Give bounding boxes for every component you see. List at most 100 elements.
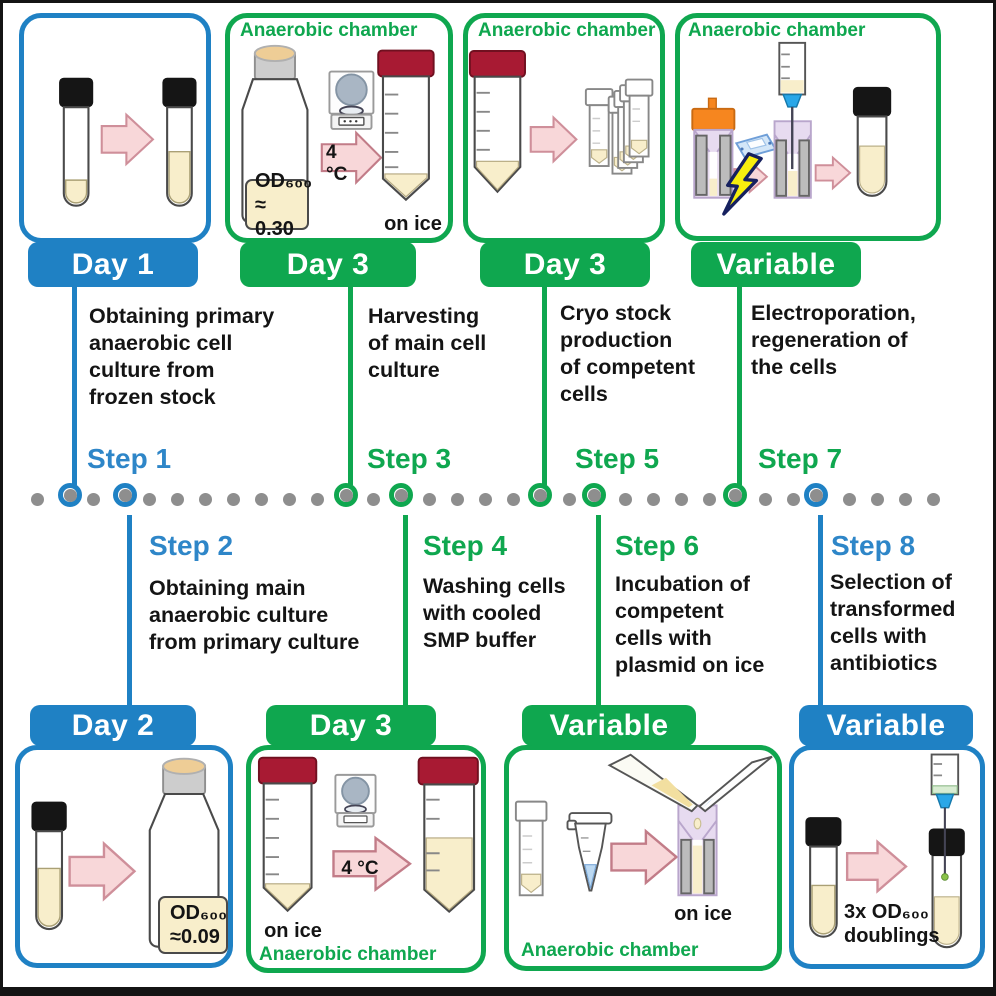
step-3-description: Harvesting of main cell culture [368,304,487,383]
timeline-dot [226,493,240,506]
pipette-icon [607,753,699,813]
arrow-right-icon [610,828,679,886]
step-7-description: Electroporation, regeneration of the cel… [751,301,916,380]
day-label-text: Day 2 [71,708,155,742]
panel-day3-washing: on ice 4 °C Anaerobic chamber [246,745,486,973]
inoculated-tube-icon [928,828,965,949]
arrow-right-icon [68,840,137,902]
connector-step5 [542,284,547,485]
timeline-dot [870,493,884,506]
marker-dot [533,488,547,502]
step-1-marker [58,483,82,507]
temperature-label: 4 °C [326,142,348,185]
od-value-box: OD₆₀₀ ≈ 0.30 [245,170,312,240]
timeline-dot [478,493,492,506]
step-7-label: Step 7 [758,443,843,474]
anaerobic-chamber-label: Anaerobic chamber [521,940,699,961]
balance-icon [328,70,375,130]
falcon-tube-icon [257,756,318,913]
timeline-dot [702,493,716,506]
timeline-dot [366,493,380,506]
day-label-3a: Day 3 [240,242,416,287]
step-4-marker [389,483,413,507]
marker-dot [118,488,132,502]
step-2-marker [113,483,137,507]
od-value: ≈ 0.30 [255,193,294,240]
panel-day1-primary-culture [19,13,211,243]
chip-icon [734,133,777,159]
panel-day3-harvest: Anaerobic chamber [225,13,453,243]
step-4-label: Step 4 [423,530,508,561]
step-3-label: Step 3 [367,443,452,474]
marker-dot [587,488,601,502]
arrow-right-icon [100,112,155,167]
day-label-text: Day 3 [286,247,370,281]
step-2-description: Obtaining main anaerobic culture from pr… [149,576,360,655]
on-ice-label: on ice [674,903,732,925]
step-1-label: Step 1 [87,443,172,474]
panel-variable-selection: 3x OD₆₀₀ doublings [789,745,985,969]
on-ice-label: on ice [264,920,322,942]
step-4-description: Washing cells with cooled SMP buffer [423,574,566,653]
step-7-marker [723,483,747,507]
step-6-marker [582,483,606,507]
electroporation-illustration [691,41,892,216]
pipette-icon [697,755,773,813]
cryo-tube-icon [514,800,548,897]
day3-cryostock-illustration [468,50,654,194]
hungate-tube-icon [31,801,67,931]
lightning-icon [722,152,763,216]
day-label-text: Variable [549,708,669,742]
step-6-description: Incubation of competent cells with plasm… [615,572,765,678]
od-label: OD₆₀₀ [170,902,228,924]
timeline-dot [674,493,688,506]
step-6-label: Step 6 [615,530,700,561]
hungate-tube-icon [852,86,892,197]
syringe-icon [930,753,960,881]
day-label-1: Day 1 [28,242,198,287]
anaerobic-chamber-label: Anaerobic chamber [688,20,866,41]
day-label-variable-b: Variable [522,705,696,746]
panel-variable-electroporation: Anaerobic chamber [675,13,941,241]
timeline-dot [30,493,44,506]
panel-variable-incubation: on ice Anaerobic chamber [504,745,782,971]
day-label-text: Day 1 [71,247,155,281]
step-5-description: Cryo stock production of competent cells [560,301,695,407]
marker-dot [63,488,77,502]
timeline-dot [170,493,184,506]
timeline-dot [842,493,856,506]
anaerobic-chamber-label: Anaerobic chamber [240,20,418,41]
syringe-icon [778,41,807,170]
marker-dot [728,488,742,502]
falcon-tube-icon [377,49,435,202]
timeline-dot [926,493,940,506]
day-label-text: Variable [826,708,946,742]
arrow-right-icon [814,155,852,191]
timeline [3,3,993,987]
connector-step7 [737,284,742,485]
incubation-illustration [514,753,773,897]
step-5-label: Step 5 [575,443,660,474]
balance-icon [334,773,377,828]
falcon-tube-icon [468,50,526,194]
step-8-description: Selection of transformed cells with anti… [830,570,956,676]
connector-step8 [818,515,823,706]
timeline-dot [786,493,800,506]
cuvette-capped-icon [691,97,736,199]
connector-step6 [596,515,601,706]
timeline-dot [422,493,436,506]
anaerobic-chamber-label: Anaerobic chamber [259,944,437,965]
timeline-dot [282,493,296,506]
timeline-dot [898,493,912,506]
day3-harvest-illustration [241,44,435,224]
day-label-2: Day 2 [30,705,196,746]
day-label-text: Variable [716,247,836,281]
od-value-box: OD₆₀₀ ≈0.09 [158,896,228,954]
cryo-tube-stack-icon [607,78,654,175]
timeline-dot [618,493,632,506]
selection-illustration [805,753,965,949]
arrow-right-icon [529,115,578,164]
step-5-marker [528,483,552,507]
marker-dot [339,488,353,502]
